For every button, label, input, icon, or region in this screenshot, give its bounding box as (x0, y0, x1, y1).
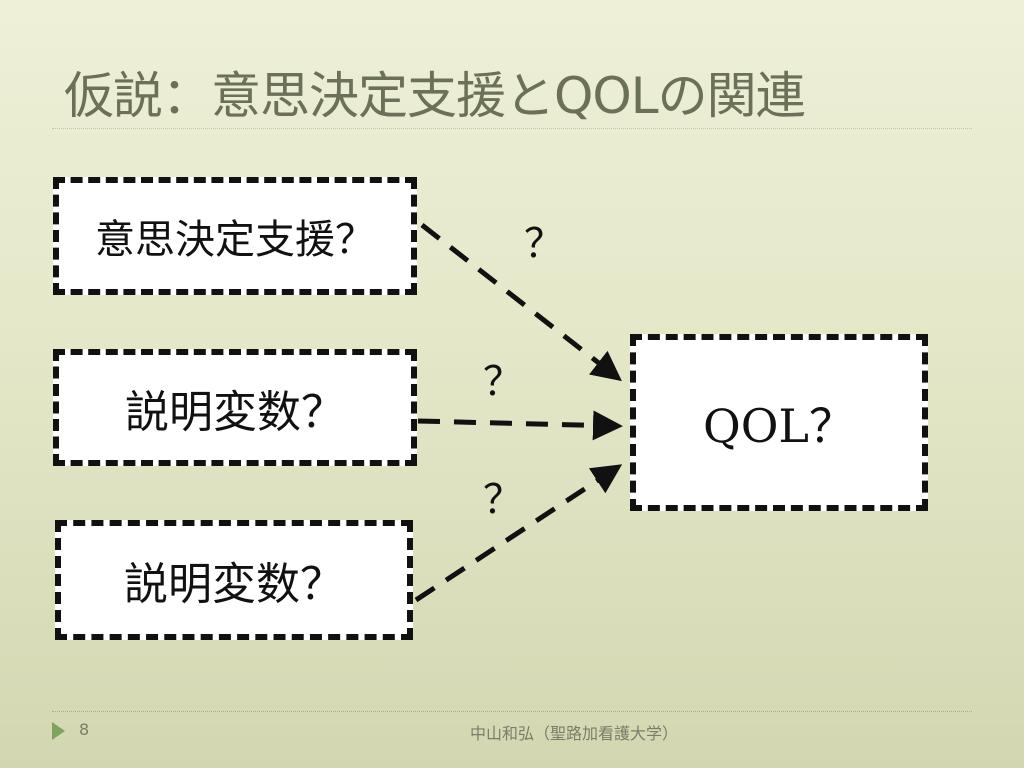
arrow-explanatory-1-to-qol (417, 410, 623, 441)
footer-triangle-icon (52, 722, 65, 740)
explanatory-variable-label-1: 説明変数？ (125, 386, 345, 438)
explanatory-variable-label-2: 説明変数？ (124, 559, 344, 610)
qol-box: QOL？ (630, 334, 928, 511)
explanatory-variable-box-2: 説明変数？ (55, 520, 413, 640)
qol-label: QOL？ (703, 398, 855, 453)
footer-divider (52, 711, 972, 712)
arrow-decision-support-to-qol (420, 223, 622, 382)
decision-support-box: 意思決定支援？ (53, 177, 417, 295)
footer-author: 中山和弘（聖路加看護大学） (470, 724, 679, 743)
arrow-explanatory-2-to-qol (414, 464, 623, 603)
explanatory-variable-box-1: 説明変数？ (53, 349, 417, 466)
slide-title: 仮説：意思決定支援とQOLの関連 (64, 67, 806, 125)
title-divider (52, 128, 972, 129)
arrow-label-3: ？ (483, 477, 523, 523)
arrow-label-2: ？ (483, 359, 523, 405)
decision-support-label: 意思決定支援？ (95, 217, 375, 263)
page-number: 8 (79, 720, 90, 739)
arrow-label-1: ？ (524, 221, 564, 267)
